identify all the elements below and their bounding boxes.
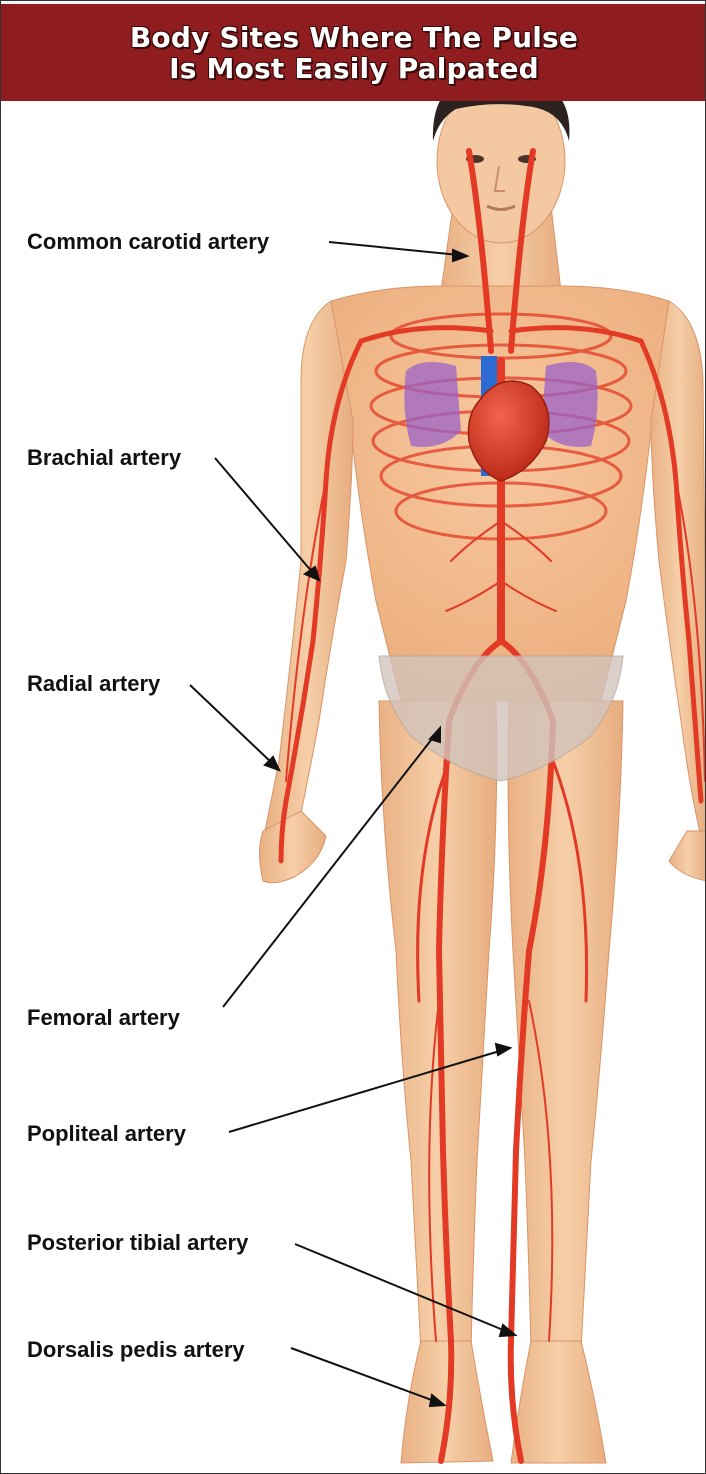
arrow-posterior-tibial (295, 1244, 508, 1332)
label-dorsalis-pedis-artery: Dorsalis pedis artery (27, 1337, 245, 1363)
title-line-1: Body Sites Where The Pulse (130, 22, 578, 53)
label-popliteal-artery: Popliteal artery (27, 1121, 186, 1147)
title-banner: Body Sites Where The Pulse Is Most Easil… (1, 4, 706, 101)
right-foot (511, 1341, 606, 1463)
title-line-2: Is Most Easily Palpated (169, 53, 539, 84)
arrow-radial (190, 685, 273, 764)
right-hand (669, 831, 706, 881)
arrow-common-carotid (329, 242, 459, 255)
label-common-carotid-artery: Common carotid artery (27, 229, 269, 255)
label-radial-artery: Radial artery (27, 671, 160, 697)
label-femoral-artery: Femoral artery (27, 1005, 180, 1031)
label-brachial-artery: Brachial artery (27, 445, 181, 471)
label-posterior-tibial-artery: Posterior tibial artery (27, 1230, 248, 1256)
arrow-brachial (215, 458, 313, 573)
